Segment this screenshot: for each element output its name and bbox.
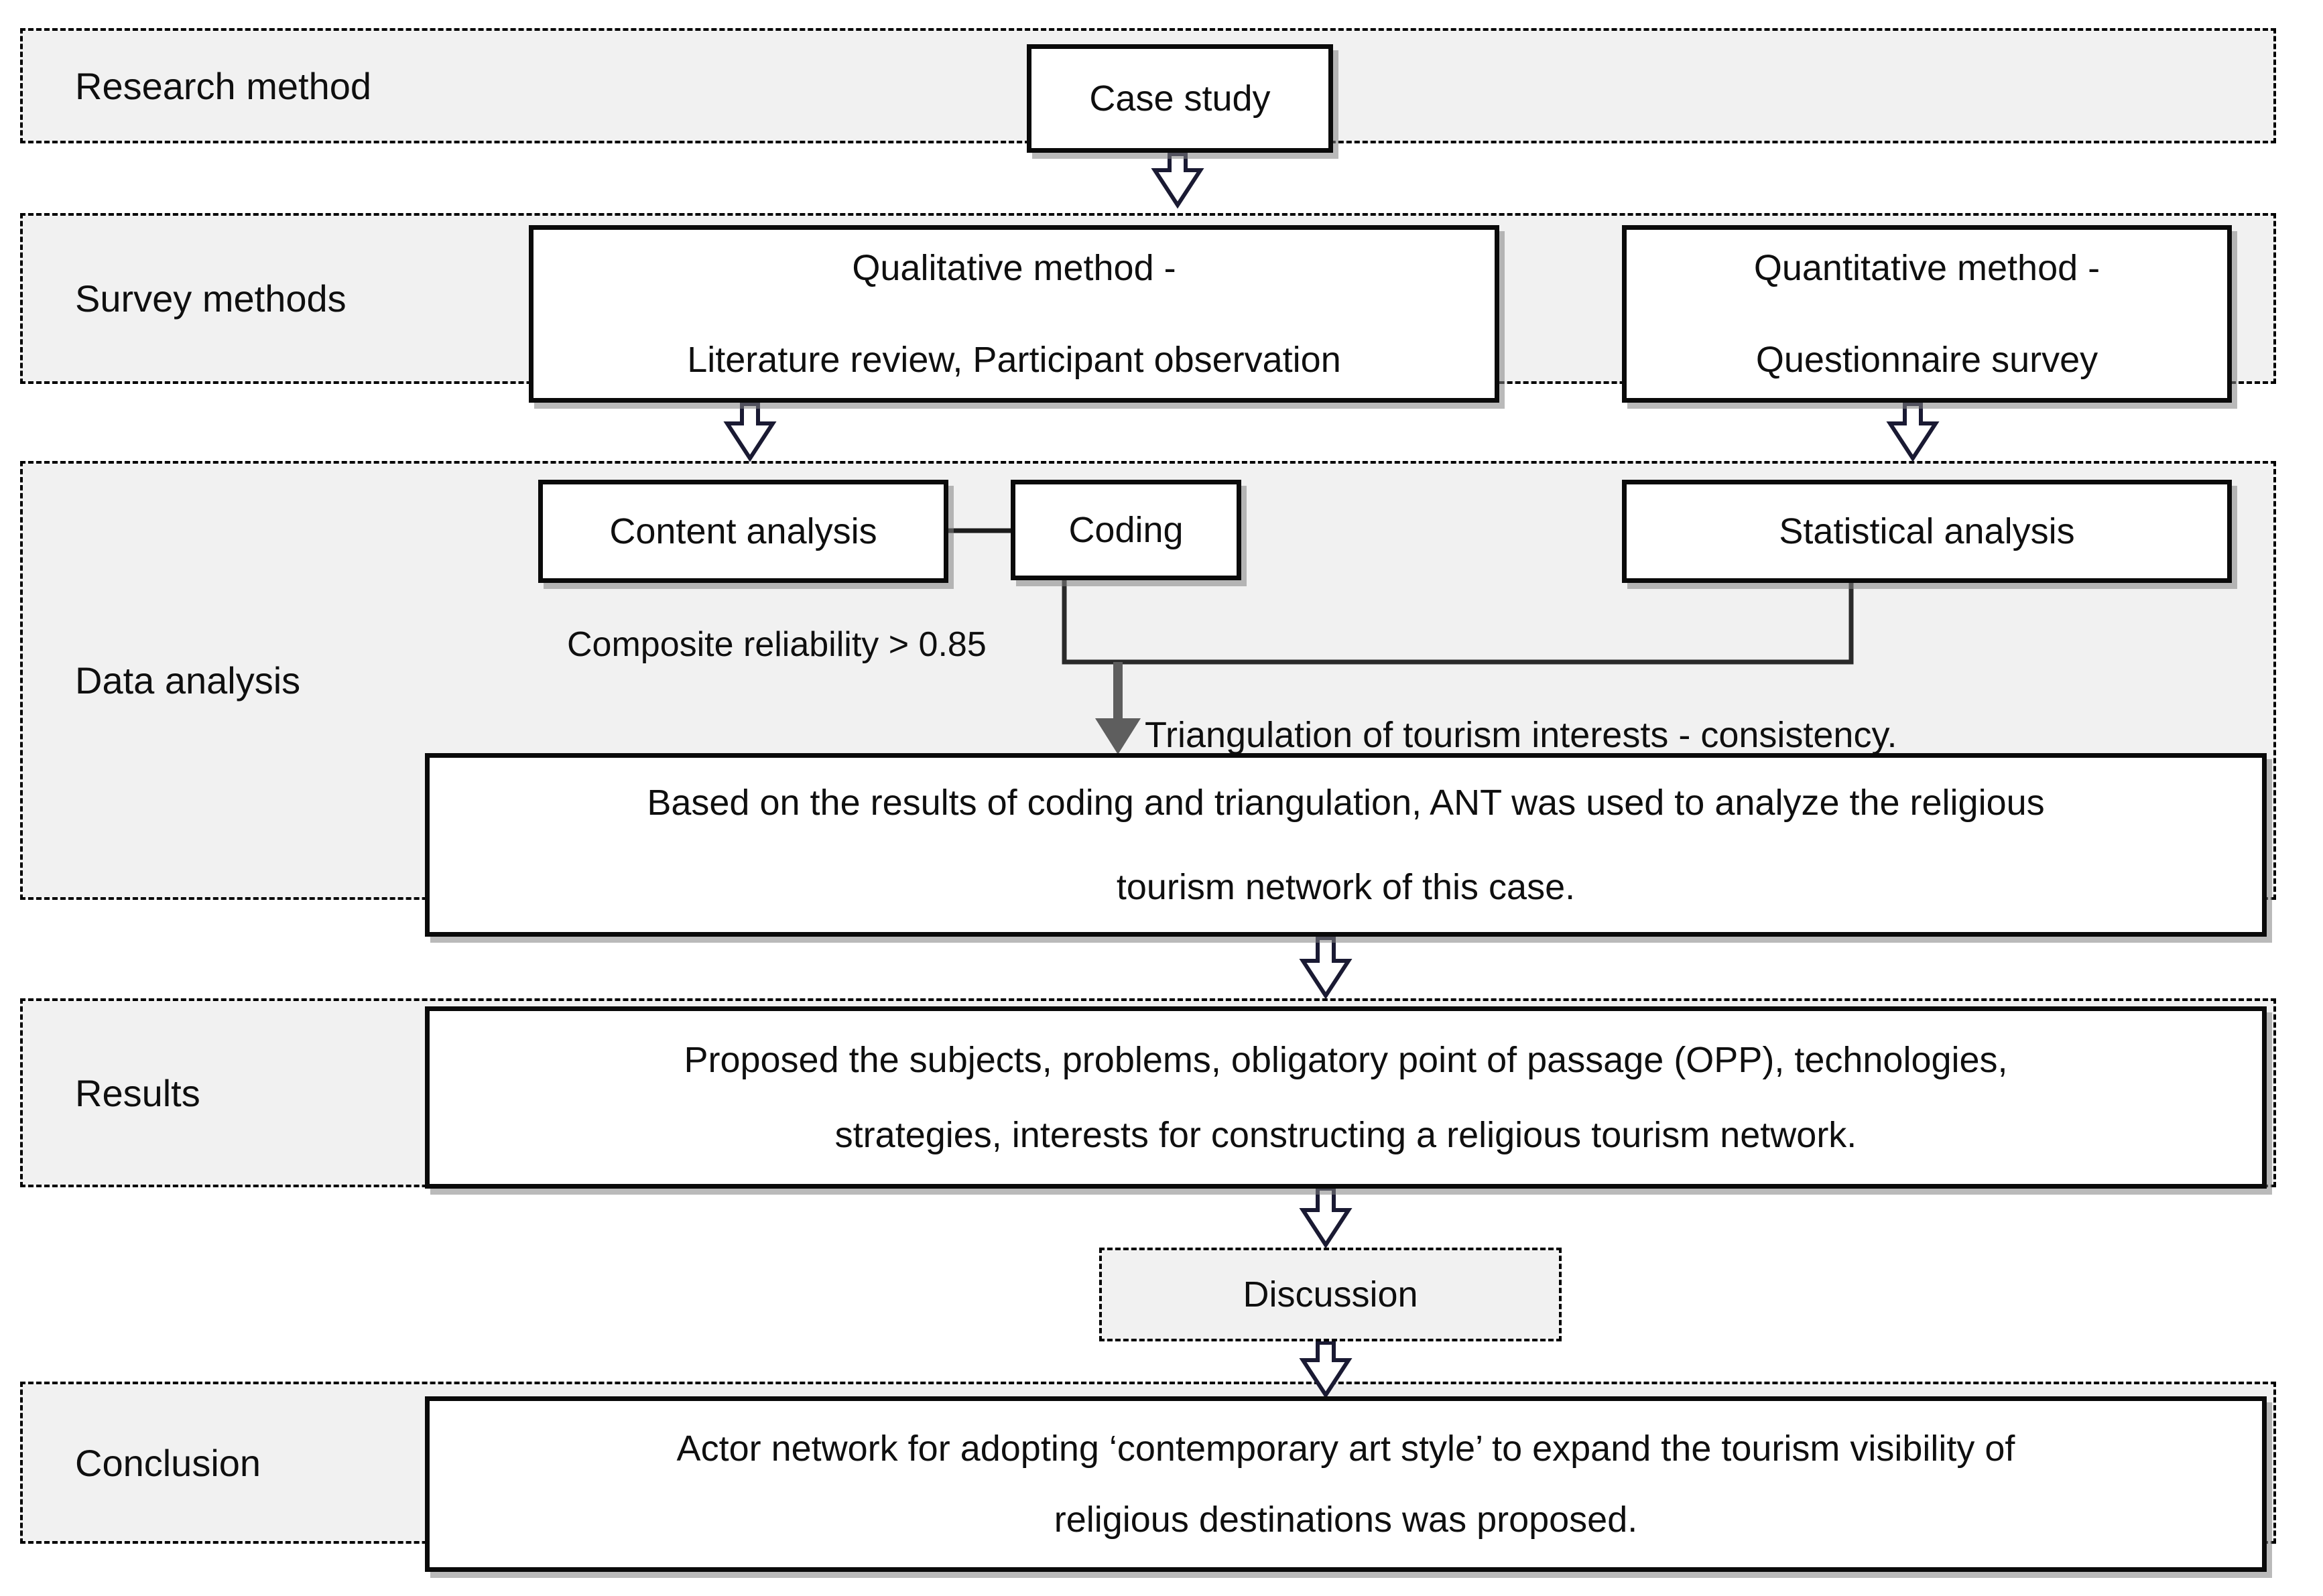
content-analysis-text: Content analysis (609, 511, 877, 551)
conclusion-line1: Actor network for adopting ‘contemporary… (676, 1428, 2015, 1469)
conclusion-box: Actor network for adopting ‘contemporary… (425, 1396, 2267, 1572)
coding-statistical-bracket (1062, 580, 1854, 665)
research-method-label: Research method (75, 64, 372, 107)
flow-arrow-case-to-survey (1151, 152, 1204, 209)
content-analysis-box: Content analysis (538, 480, 948, 583)
ant-analysis-line2: tourism network of this case. (1116, 867, 1576, 907)
results-line2: strategies, interests for constructing a… (834, 1115, 1857, 1155)
results-line1: Proposed the subjects, problems, obligat… (684, 1040, 2008, 1080)
conclusion-label: Conclusion (75, 1441, 261, 1484)
discussion-box: Discussion (1099, 1248, 1562, 1341)
discussion-text: Discussion (1243, 1274, 1418, 1315)
conclusion-line2: religious destinations was proposed. (1054, 1500, 1638, 1540)
triangulation-arrow-head (1095, 718, 1141, 754)
results-label: Results (75, 1071, 200, 1114)
ant-analysis-line1: Based on the results of coding and trian… (647, 783, 2045, 823)
qualitative-method-line1: Qualitative method - (852, 248, 1176, 288)
qualitative-method-line2: Literature review, Participant observati… (687, 340, 1341, 380)
flow-arrow-results-to-discussion (1299, 1187, 1353, 1249)
quantitative-method-line2: Questionnaire survey (1755, 340, 2098, 380)
flow-arrow-ant-to-results (1299, 936, 1353, 1000)
statistical-analysis-text: Statistical analysis (1779, 511, 2075, 551)
composite-reliability-note: Composite reliability > 0.85 (567, 625, 987, 664)
quantitative-method-box: Quantitative method - Questionnaire surv… (1622, 225, 2232, 403)
triangulation-note: Triangulation of tourism interests - con… (1145, 715, 1897, 755)
flow-arrow-qualitative-to-analysis (723, 402, 777, 462)
survey-methods-label: Survey methods (75, 277, 347, 320)
quantitative-method-line1: Quantitative method - (1753, 248, 2100, 288)
case-study-box: Case study (1027, 44, 1333, 153)
flow-arrow-quantitative-to-analysis (1886, 402, 1940, 462)
data-analysis-label: Data analysis (75, 659, 301, 702)
case-study-text: Case study (1089, 78, 1271, 119)
results-box: Proposed the subjects, problems, obligat… (425, 1006, 2267, 1189)
coding-box: Coding (1011, 480, 1241, 580)
qualitative-method-box: Qualitative method - Literature review, … (529, 225, 1499, 403)
flow-arrow-discussion-to-conclusion (1299, 1341, 1353, 1399)
ant-analysis-box: Based on the results of coding and trian… (425, 753, 2267, 937)
coding-text: Coding (1068, 510, 1184, 550)
statistical-analysis-box: Statistical analysis (1622, 480, 2232, 583)
